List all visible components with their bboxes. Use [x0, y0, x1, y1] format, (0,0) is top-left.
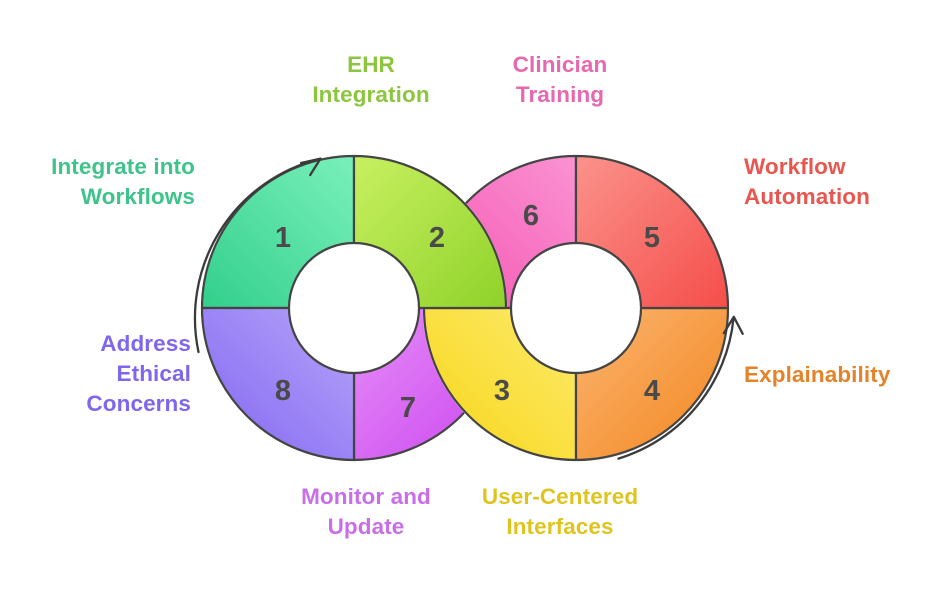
donut-segment-2[interactable]: [352, 154, 508, 310]
left-ring-over-layer: [200, 154, 508, 462]
segment-number-7: 7: [400, 392, 416, 424]
segment-number-2: 2: [429, 222, 445, 254]
segment-number-5: 5: [644, 222, 660, 254]
donut-segment-4[interactable]: [574, 306, 730, 462]
segment-number-8: 8: [275, 375, 291, 407]
left-flow-arrow: [193, 158, 320, 354]
callout-clinician-training: Clinician Training: [512, 52, 608, 107]
callout-monitor-and-update: Monitor and Update: [301, 484, 431, 539]
callout-integrate-into-workflows: Integrate into Workflows: [51, 154, 195, 209]
segment-number-6: 6: [523, 200, 539, 232]
callout-workflow-automation: Workflow Automation: [744, 154, 870, 209]
flow-arrows-layer: [193, 157, 744, 460]
right-flow-arrow: [617, 317, 735, 460]
right-ring-over-layer: [422, 154, 730, 462]
callout-explainability: Explainability: [744, 362, 891, 387]
segment-number-1: 1: [275, 222, 291, 254]
callout-user-centered-interfaces: User-Centered Interfaces: [481, 484, 639, 539]
left-flow-arrowhead-icon: [299, 157, 322, 177]
segment-numbers-layer: 1 2 3 4 5 6 7 8: [275, 200, 660, 424]
segment-number-3: 3: [494, 375, 510, 407]
donut-segment-5[interactable]: [574, 154, 730, 310]
segment-number-4: 4: [644, 375, 660, 407]
donut-segment-1[interactable]: [200, 154, 356, 310]
callout-address-ethical-concerns: Address Ethical Concerns: [86, 331, 191, 416]
donut-segment-3[interactable]: [422, 306, 578, 462]
donut-segment-8[interactable]: [200, 306, 356, 462]
callout-ehr-integration: EHR Integration: [312, 52, 430, 107]
right-flow-arrowhead-icon: [722, 315, 744, 335]
